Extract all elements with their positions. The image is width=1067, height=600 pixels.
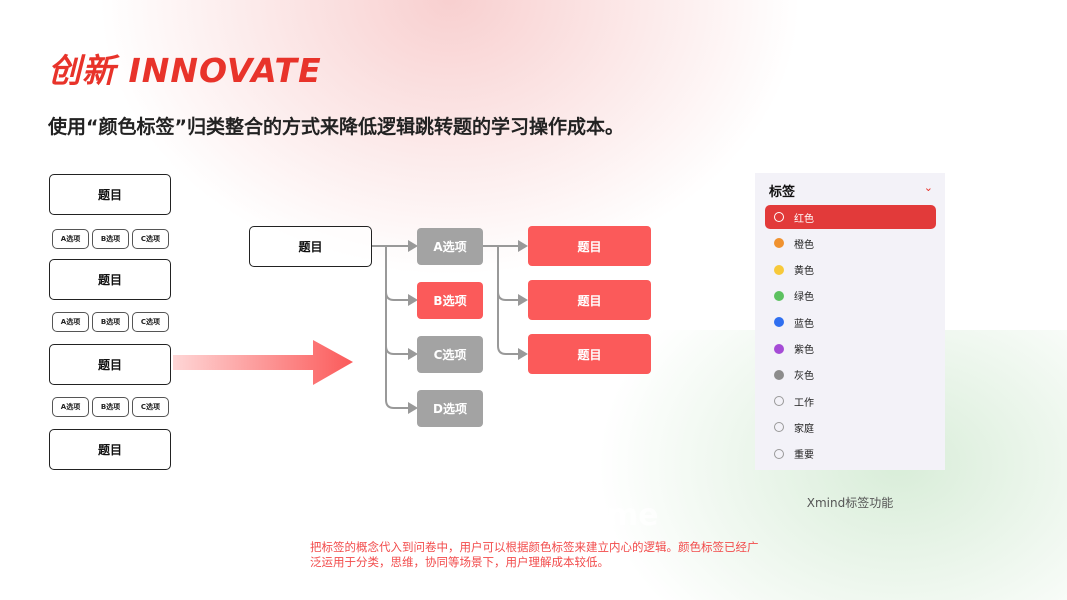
tag-label: 黄色 (794, 266, 814, 278)
tree-child-question: 题目 (528, 280, 651, 320)
chevron-down-icon[interactable]: ⌄ (923, 181, 933, 194)
tree-option-c: C选项 (417, 336, 483, 373)
tag-label: 绿色 (794, 292, 814, 304)
tag-color-dot-icon (774, 238, 784, 249)
tag-color-dot-icon (774, 369, 784, 380)
tag-label: 重要 (794, 450, 814, 462)
option-pill: A选项 (52, 312, 89, 332)
tree-child-question: 题目 (528, 226, 651, 266)
option-pill: C选项 (132, 397, 169, 417)
tree-option-b: B选项 (417, 282, 483, 319)
tag-color-dot-icon (774, 448, 784, 459)
big-arrow-icon (173, 340, 353, 385)
tag-panel-caption: Xmind标签功能 (806, 496, 894, 510)
question-box: 题目 (49, 259, 171, 300)
tag-label: 蓝色 (794, 318, 814, 330)
tag-color-dot-icon (774, 317, 784, 328)
tag-label: 红色 (794, 213, 814, 225)
tree-option-a: A选项 (417, 228, 483, 265)
option-pill: B选项 (92, 397, 129, 417)
tag-panel-title: 标签 (769, 185, 796, 200)
tag-label: 紫色 (794, 345, 814, 356)
page-subtitle: 使用“颜色标签”归类整合的方式来降低逻辑跳转题的学习操作成本。 (48, 116, 624, 138)
tag-item[interactable]: 重要 (765, 442, 936, 466)
tag-item[interactable]: 橙色 (765, 231, 936, 255)
page-title: 创新 INNOVATE (48, 51, 322, 90)
tag-color-dot-icon (774, 422, 784, 433)
tag-item[interactable]: 家庭 (765, 415, 936, 439)
tag-item[interactable]: 工作 (765, 389, 936, 413)
tag-label: 橙色 (794, 239, 814, 251)
tag-item[interactable]: 黄色 (765, 258, 936, 282)
tag-label: 灰色 (794, 371, 814, 383)
tag-item[interactable]: 灰色 (765, 363, 936, 387)
tag-item[interactable]: 紫色 (765, 337, 936, 361)
tag-color-dot-icon (774, 290, 784, 301)
option-pill: A选项 (52, 397, 89, 417)
tag-item[interactable]: 蓝色 (765, 310, 936, 334)
tag-item[interactable]: 红色 (765, 205, 936, 229)
option-pill: C选项 (132, 229, 169, 249)
tag-color-dot-icon (774, 212, 784, 222)
tag-label: 家庭 (794, 423, 814, 435)
question-box: 题目 (49, 344, 171, 385)
tag-color-dot-icon (774, 264, 784, 275)
tree-option-d: D选项 (417, 390, 483, 427)
option-pill: A选项 (52, 229, 89, 249)
description-note: 把标签的概念代入到问卷中，用户可以根据颜色标签来建立内心的逻辑。颜色标签已经广泛… (310, 540, 759, 569)
option-pill: B选项 (92, 229, 129, 249)
question-box: 题目 (49, 174, 171, 215)
watermark: contact me (470, 498, 659, 533)
tree-root-question: 题目 (249, 226, 372, 267)
option-pill: B选项 (92, 312, 129, 332)
tag-color-dot-icon (774, 343, 784, 354)
tag-item[interactable]: 绿色 (765, 284, 936, 308)
option-pill: C选项 (132, 312, 169, 332)
question-box: 题目 (49, 429, 171, 470)
tree-child-question: 题目 (528, 334, 651, 374)
tag-panel: 标签 ⌄ 红色橙色黄色绿色蓝色紫色灰色工作家庭重要 (755, 173, 945, 470)
tag-color-dot-icon (774, 396, 784, 407)
tag-label: 工作 (794, 397, 814, 409)
